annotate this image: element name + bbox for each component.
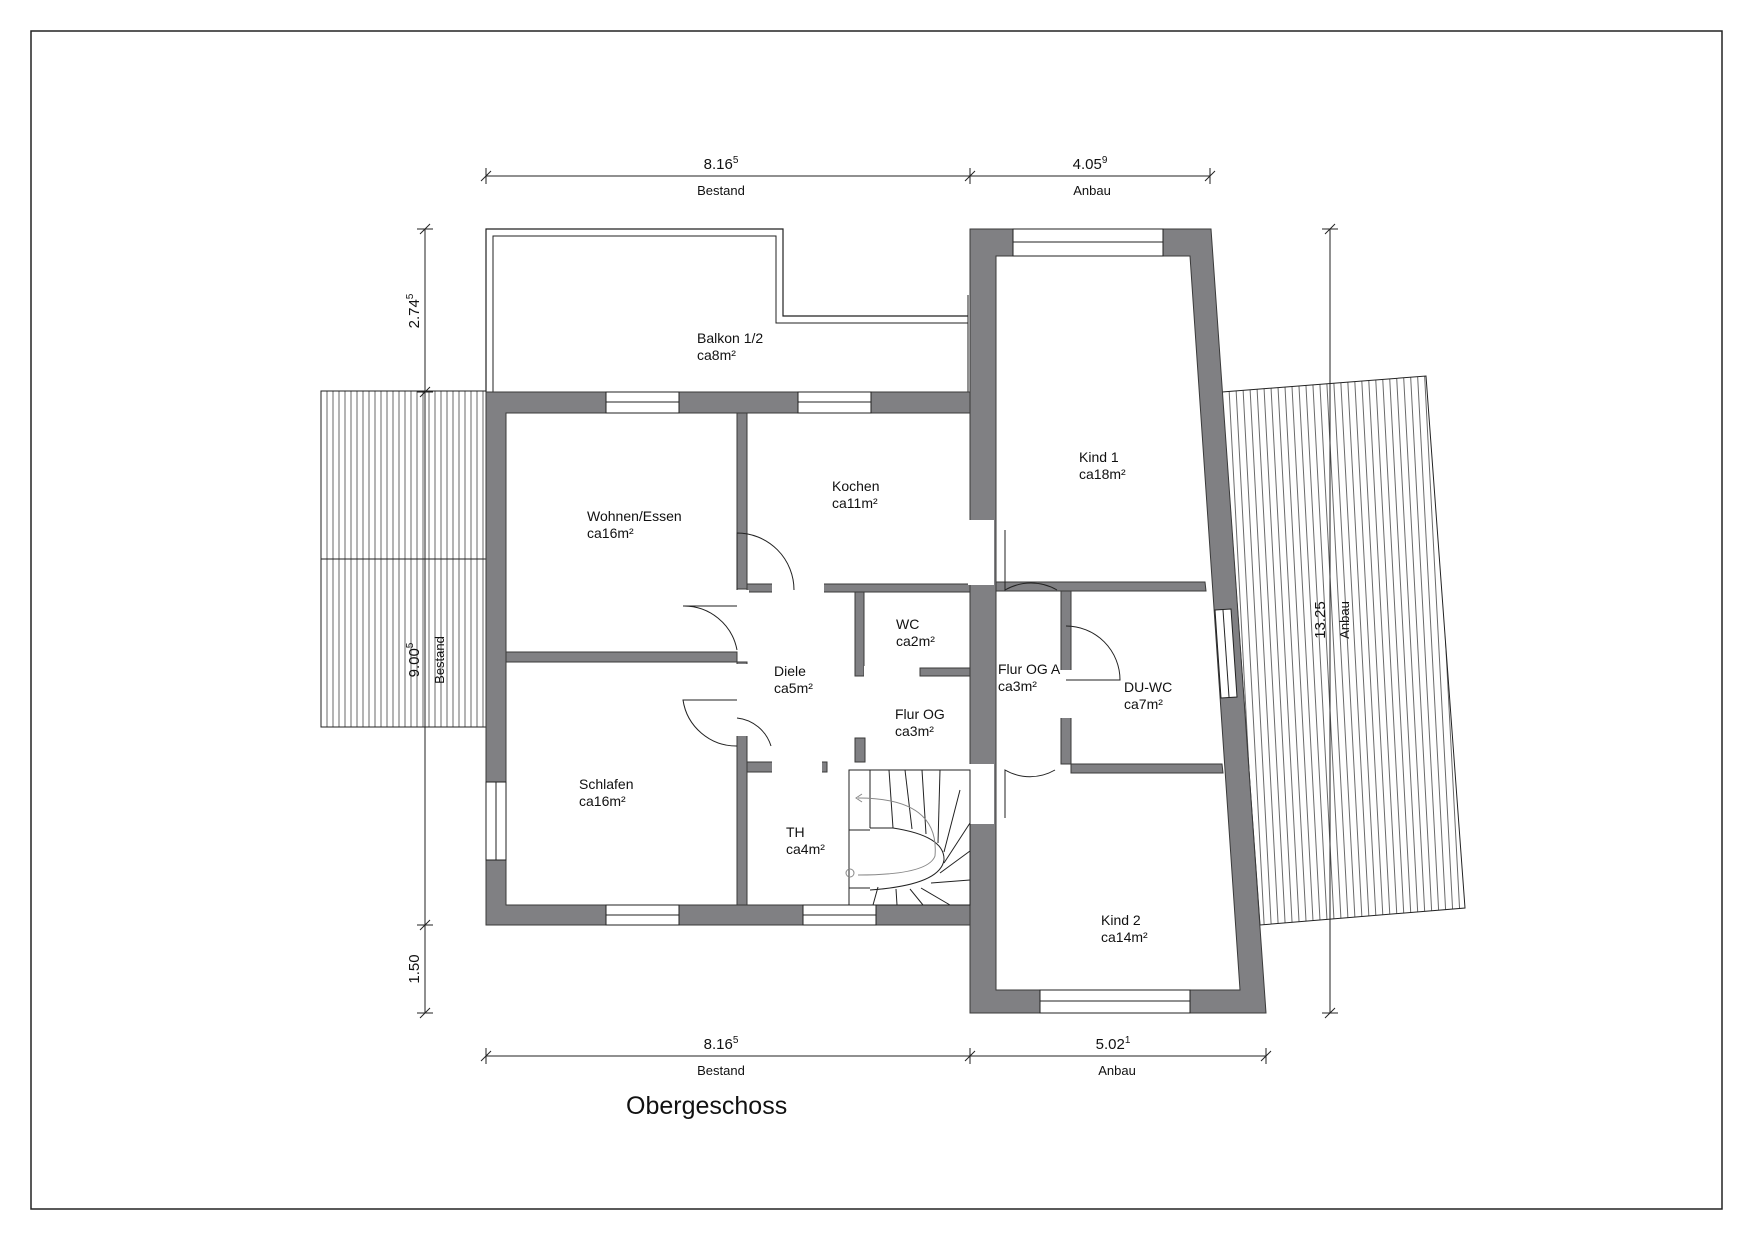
left-deck xyxy=(320,390,487,728)
door-gaps xyxy=(735,520,1073,824)
svg-text:4.059: 4.059 xyxy=(1073,155,1108,173)
dim-left-mid: 9.005 Bestand xyxy=(405,636,447,684)
balcony-outline xyxy=(485,228,968,392)
room-flur-og: Flur OG ca3m² xyxy=(895,706,945,739)
svg-text:WC: WC xyxy=(896,616,919,632)
dim-top-anbau: 4.059 Anbau xyxy=(1073,155,1111,198)
svg-text:8.165: 8.165 xyxy=(704,155,739,173)
plan-title: Obergeschoss xyxy=(626,1092,787,1120)
room-flur-og-a: Flur OG A ca3m² xyxy=(998,661,1061,694)
svg-text:Bestand: Bestand xyxy=(432,636,447,684)
dim-bottom-bestand: 8.165 Bestand xyxy=(697,1035,745,1078)
svg-text:Bestand: Bestand xyxy=(697,1063,745,1078)
room-balkon: Balkon 1/2 ca8m² xyxy=(697,330,763,363)
svg-text:ca18m²: ca18m² xyxy=(1079,466,1126,482)
svg-text:DU-WC: DU-WC xyxy=(1124,679,1172,695)
svg-text:ca16m²: ca16m² xyxy=(579,793,626,809)
windows xyxy=(485,228,1238,1014)
svg-text:Flur OG A: Flur OG A xyxy=(998,661,1061,677)
dimension-lines xyxy=(417,168,1338,1064)
dim-top-bestand: 8.165 Bestand xyxy=(697,155,745,198)
svg-text:ca7m²: ca7m² xyxy=(1124,696,1163,712)
svg-text:ca11m²: ca11m² xyxy=(832,495,878,511)
svg-text:Schlafen: Schlafen xyxy=(579,776,633,792)
dim-bottom-anbau: 5.021 Anbau xyxy=(1096,1035,1136,1078)
svg-text:ca2m²: ca2m² xyxy=(896,633,935,649)
svg-text:2.745: 2.745 xyxy=(405,293,423,328)
svg-text:5.021: 5.021 xyxy=(1096,1035,1131,1053)
svg-text:9.005: 9.005 xyxy=(405,642,423,677)
svg-text:Balkon 1/2: Balkon 1/2 xyxy=(697,330,763,346)
svg-text:Flur OG: Flur OG xyxy=(895,706,945,722)
staircase xyxy=(845,769,971,906)
svg-text:Anbau: Anbau xyxy=(1098,1063,1136,1078)
svg-text:Kind 2: Kind 2 xyxy=(1101,912,1141,928)
dim-left-top: 2.745 xyxy=(405,293,423,328)
svg-text:ca16m²: ca16m² xyxy=(587,525,634,541)
svg-text:8.165: 8.165 xyxy=(704,1035,739,1053)
room-schlafen: Schlafen ca16m² xyxy=(579,776,633,809)
svg-text:TH: TH xyxy=(786,824,805,840)
room-th: TH ca4m² xyxy=(786,824,825,857)
svg-text:Kind 1: Kind 1 xyxy=(1079,449,1119,465)
room-kochen: Kochen ca11m² xyxy=(832,478,879,511)
dim-right-total: 13.25 Anbau xyxy=(1312,601,1352,639)
svg-text:Wohnen/Essen: Wohnen/Essen xyxy=(587,508,682,524)
svg-text:Anbau: Anbau xyxy=(1337,601,1352,639)
svg-text:ca4m²: ca4m² xyxy=(786,841,825,857)
room-diele: Diele ca5m² xyxy=(774,663,813,696)
svg-text:ca3m²: ca3m² xyxy=(895,723,934,739)
svg-text:Diele: Diele xyxy=(774,663,806,679)
svg-text:13.25: 13.25 xyxy=(1312,601,1329,639)
room-wohnen-essen: Wohnen/Essen ca16m² xyxy=(587,508,682,541)
walls-bestand xyxy=(485,391,993,926)
door-swings xyxy=(682,530,1121,818)
svg-text:Kochen: Kochen xyxy=(832,478,879,494)
svg-text:ca14m²: ca14m² xyxy=(1101,929,1148,945)
room-kind1: Kind 1 ca18m² xyxy=(1079,449,1126,482)
svg-text:ca5m²: ca5m² xyxy=(774,680,813,696)
room-du-wc: DU-WC ca7m² xyxy=(1124,679,1172,712)
svg-text:Anbau: Anbau xyxy=(1073,183,1111,198)
svg-text:ca3m²: ca3m² xyxy=(998,678,1037,694)
svg-text:1.50: 1.50 xyxy=(406,954,423,983)
room-wc: WC ca2m² xyxy=(896,616,935,649)
svg-text:ca8m²: ca8m² xyxy=(697,347,736,363)
page-frame xyxy=(30,30,1723,1210)
right-deck xyxy=(1221,375,1466,926)
dim-left-bottom: 1.50 xyxy=(406,954,423,983)
svg-text:Bestand: Bestand xyxy=(697,183,745,198)
room-kind2: Kind 2 ca14m² xyxy=(1101,912,1148,945)
